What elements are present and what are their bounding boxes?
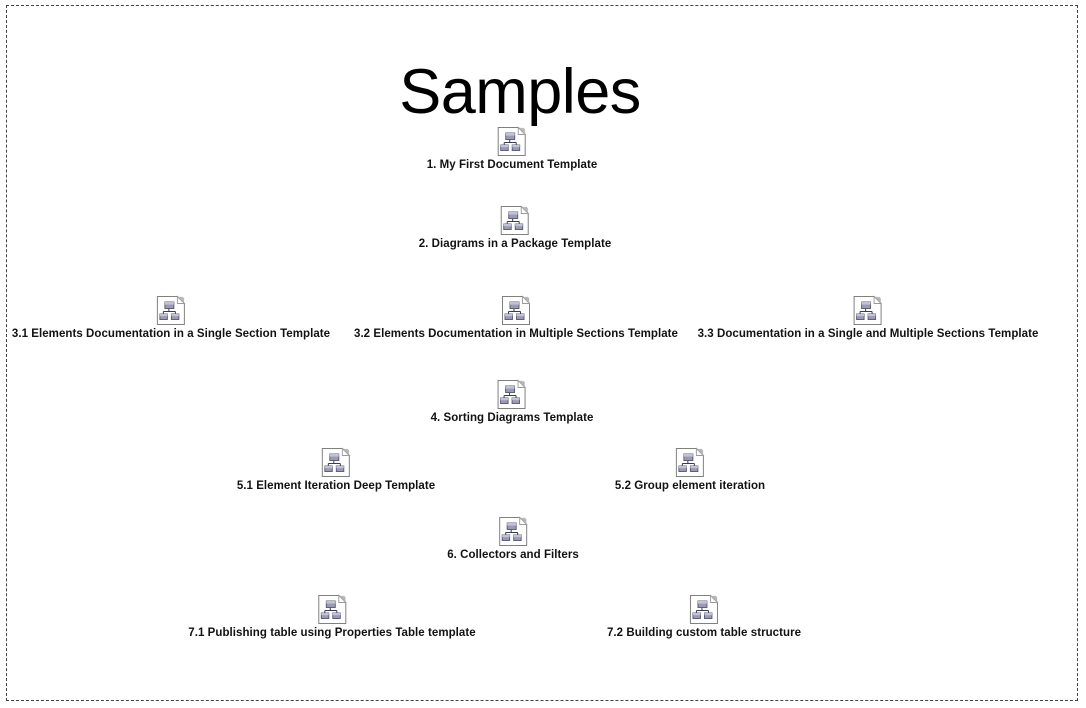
- template-item-5-2[interactable]: 5.2 Group element iteration: [615, 447, 765, 493]
- document-diagram-icon[interactable]: [156, 295, 186, 326]
- document-diagram-icon[interactable]: [317, 594, 347, 625]
- template-item-3-3[interactable]: 3.3 Documentation in a Single and Multip…: [698, 295, 1039, 341]
- template-item-label: 7.2 Building custom table structure: [606, 627, 802, 639]
- document-diagram-icon[interactable]: [321, 447, 351, 478]
- template-item-5-1[interactable]: 5.1 Element Iteration Deep Template: [237, 447, 435, 493]
- template-item-7-1[interactable]: 7.1 Publishing table using Properties Ta…: [188, 594, 476, 640]
- template-item-label: 3.2 Elements Documentation in Multiple S…: [353, 328, 679, 340]
- template-item-label: 5.1 Element Iteration Deep Template: [236, 480, 436, 492]
- template-item-label: 5.2 Group element iteration: [614, 480, 766, 492]
- document-diagram-icon[interactable]: [675, 447, 705, 478]
- template-item-3-1[interactable]: 3.1 Elements Documentation in a Single S…: [12, 295, 330, 341]
- template-item-6[interactable]: 6. Collectors and Filters: [447, 516, 579, 562]
- template-item-1[interactable]: 1. My First Document Template: [427, 126, 598, 172]
- document-diagram-icon[interactable]: [689, 594, 719, 625]
- template-item-label: 3.3 Documentation in a Single and Multip…: [697, 328, 1039, 340]
- template-item-label: 4. Sorting Diagrams Template: [430, 412, 594, 424]
- document-diagram-icon[interactable]: [853, 295, 883, 326]
- template-item-label: 3.1 Elements Documentation in a Single S…: [11, 328, 331, 340]
- template-item-label: 2. Diagrams in a Package Template: [418, 238, 612, 250]
- template-item-2[interactable]: 2. Diagrams in a Package Template: [419, 205, 612, 251]
- document-diagram-icon[interactable]: [498, 516, 528, 547]
- page-title: Samples: [399, 57, 641, 128]
- document-diagram-icon[interactable]: [497, 126, 527, 157]
- document-diagram-icon[interactable]: [497, 379, 527, 410]
- template-item-7-2[interactable]: 7.2 Building custom table structure: [607, 594, 801, 640]
- template-item-label: 7.1 Publishing table using Properties Ta…: [188, 627, 476, 639]
- template-item-label: 6. Collectors and Filters: [447, 549, 579, 561]
- template-item-3-2[interactable]: 3.2 Elements Documentation in Multiple S…: [354, 295, 678, 341]
- template-item-4[interactable]: 4. Sorting Diagrams Template: [431, 379, 594, 425]
- document-diagram-icon[interactable]: [501, 295, 531, 326]
- document-diagram-icon[interactable]: [500, 205, 530, 236]
- template-item-label: 1. My First Document Template: [426, 159, 598, 171]
